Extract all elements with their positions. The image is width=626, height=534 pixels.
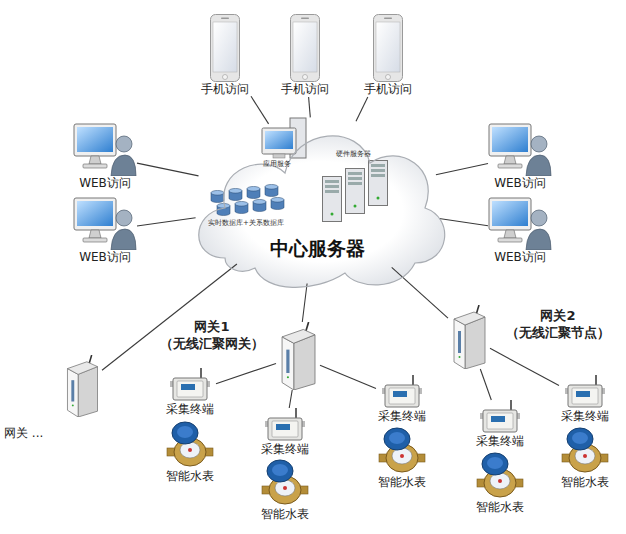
gateway-icon bbox=[67, 355, 97, 417]
meter-icon bbox=[262, 460, 308, 504]
device-label: 智能水表 bbox=[164, 469, 216, 484]
network-link bbox=[392, 267, 448, 318]
network-link bbox=[309, 97, 311, 117]
device-label: 采集终端 bbox=[474, 434, 526, 449]
cloud-shape bbox=[199, 136, 445, 288]
device-label: 采集终端 bbox=[376, 409, 428, 424]
terminal-icon bbox=[382, 375, 422, 407]
network-link bbox=[302, 284, 307, 323]
cloud-outline bbox=[185, 108, 450, 293]
device-label: WEB访问 bbox=[488, 176, 552, 191]
terminal-icon bbox=[565, 375, 605, 407]
meter-icon bbox=[167, 422, 213, 466]
web-client-node: WEB访问 bbox=[488, 122, 552, 191]
network-link bbox=[320, 365, 376, 388]
gateway-node: 网关2 （无线汇聚节点） bbox=[448, 305, 490, 369]
device-label: 手机访问 bbox=[362, 82, 414, 97]
device-label: 手机访问 bbox=[279, 82, 331, 97]
gateway-label: 网关2 （无线汇聚节点） bbox=[500, 307, 616, 341]
gateway-label: 网关 ... bbox=[4, 425, 60, 442]
terminal-node: 采集终端 bbox=[164, 368, 216, 417]
server-cloud: 中心服务器 bbox=[185, 108, 450, 293]
web-client-node: WEB访问 bbox=[73, 122, 137, 191]
hardware-servers bbox=[323, 161, 388, 222]
device-label: 采集终端 bbox=[559, 409, 611, 424]
network-link bbox=[102, 264, 237, 370]
phone-icon bbox=[291, 15, 320, 82]
device-label: 智能水表 bbox=[559, 475, 611, 490]
terminal-icon bbox=[265, 408, 305, 440]
web-client-node: WEB访问 bbox=[73, 196, 137, 265]
terminal-node: 采集终端 bbox=[376, 375, 428, 424]
network-link bbox=[289, 390, 292, 408]
terminal-node: 采集终端 bbox=[559, 375, 611, 424]
device-label: 手机访问 bbox=[199, 82, 251, 97]
meter-node: 智能水表 bbox=[474, 452, 526, 515]
web-user-icon bbox=[489, 198, 551, 250]
meter-icon bbox=[379, 428, 425, 472]
terminal-icon bbox=[480, 400, 520, 432]
databases bbox=[211, 184, 284, 215]
server-caption: 硬件服务器 bbox=[336, 150, 371, 158]
device-label: 智能水表 bbox=[474, 500, 526, 515]
device-label: WEB访问 bbox=[73, 176, 137, 191]
phone-node: 手机访问 bbox=[199, 14, 251, 97]
terminal-node: 采集终端 bbox=[474, 400, 526, 449]
meter-icon bbox=[562, 428, 608, 472]
web-user-icon bbox=[489, 124, 551, 176]
gateway-node: 网关 ... bbox=[62, 355, 102, 417]
web-client-node: WEB访问 bbox=[488, 196, 552, 265]
terminal-icon bbox=[170, 368, 210, 400]
server-caption: 应用服务 bbox=[263, 160, 291, 168]
gateway-node: 网关1 （无线汇聚网关） bbox=[276, 322, 320, 390]
device-label: WEB访问 bbox=[73, 250, 137, 265]
network-link bbox=[439, 219, 488, 226]
phone-icon bbox=[374, 15, 403, 82]
web-user-icon bbox=[74, 198, 136, 250]
network-link bbox=[216, 363, 276, 383]
meter-node: 智能水表 bbox=[559, 427, 611, 490]
device-label: 采集终端 bbox=[259, 442, 311, 457]
web-user-icon bbox=[74, 124, 136, 176]
network-link bbox=[356, 97, 368, 121]
meter-node: 智能水表 bbox=[259, 459, 311, 522]
phone-node: 手机访问 bbox=[362, 14, 414, 97]
server-caption: 实时数据库+关系数据库 bbox=[208, 219, 284, 227]
network-link bbox=[137, 163, 199, 176]
terminal-node: 采集终端 bbox=[259, 408, 311, 457]
meter-node: 智能水表 bbox=[164, 421, 216, 484]
gateway-icon bbox=[454, 305, 485, 369]
node-title: 中心服务器 bbox=[185, 236, 450, 262]
meter-icon bbox=[477, 453, 523, 497]
network-link bbox=[436, 164, 488, 175]
network-link bbox=[490, 348, 559, 385]
meter-node: 智能水表 bbox=[376, 427, 428, 490]
gateway-icon bbox=[282, 322, 315, 390]
device-label: 智能水表 bbox=[376, 475, 428, 490]
device-label: 智能水表 bbox=[259, 507, 311, 522]
app-server bbox=[262, 118, 306, 158]
device-label: 采集终端 bbox=[164, 402, 216, 417]
gateway-label: 网关1 （无线汇聚网关） bbox=[154, 318, 270, 352]
phone-icon bbox=[211, 15, 240, 82]
network-link bbox=[137, 218, 196, 226]
network-link bbox=[251, 96, 269, 124]
device-label: WEB访问 bbox=[488, 250, 552, 265]
network-link bbox=[480, 369, 491, 400]
phone-node: 手机访问 bbox=[279, 14, 331, 97]
